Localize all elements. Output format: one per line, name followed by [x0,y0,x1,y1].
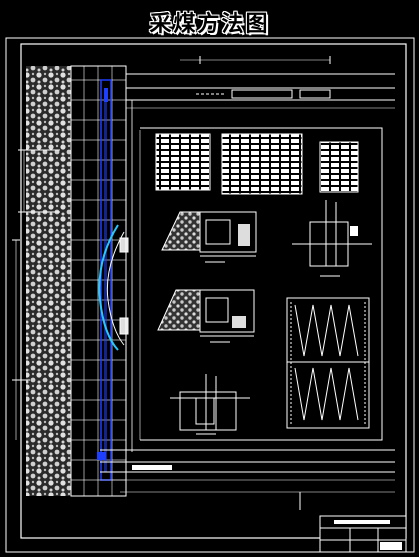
section-view-4 [292,200,372,277]
face-curve [98,224,119,351]
left-dimension-lines [12,149,60,440]
section-view-1 [161,211,257,263]
blast-pattern-panel [286,297,370,429]
outer-frame [5,37,415,553]
technical-table-3 [319,141,359,193]
technical-table-2 [221,133,303,195]
drawing-title: 采煤方法图 [149,12,270,37]
goaf-rock-hatch [26,66,71,496]
lower-roadway [100,449,395,510]
upper-roadway [126,56,395,109]
title-block [319,515,407,553]
technical-table-1 [155,133,211,191]
inner-frame [20,43,407,539]
section-view-3 [170,374,250,435]
coal-face-grid [70,65,127,497]
section-view-2 [157,289,255,343]
